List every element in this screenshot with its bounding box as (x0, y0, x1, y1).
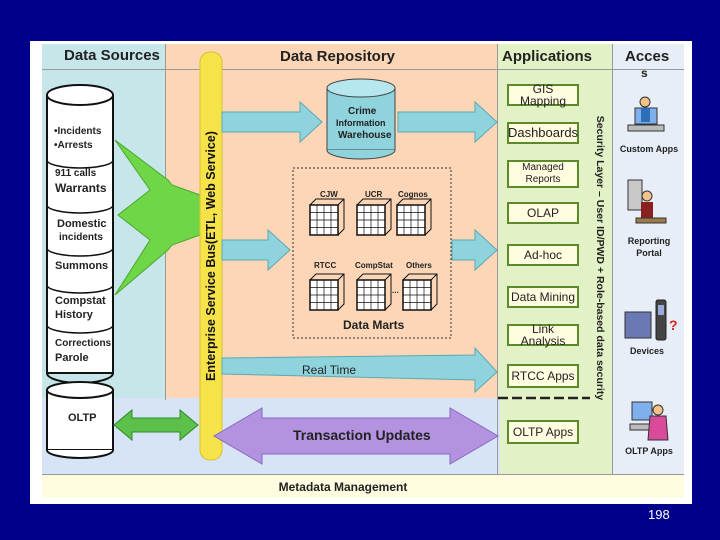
esb-label-rotated: Enterprise Service Bus(ETL, Web Service) (204, 131, 218, 381)
mart-ellipsis: ... (392, 286, 399, 295)
source-oltp: OLTP (68, 412, 97, 424)
mart-cubes (309, 198, 438, 311)
app-rtcc-apps: RTCC Apps (507, 364, 579, 388)
mart-label-cognos: Cognos (398, 190, 428, 199)
transaction-double-arrow (213, 407, 499, 465)
data-repository-header: Data Repository (280, 48, 396, 65)
source-warrants: Warrants (55, 181, 107, 195)
access-header: Acces (625, 48, 670, 65)
devices-icon: ? (624, 299, 678, 341)
app-link-analysis: Link Analysis (507, 323, 579, 347)
arrow-real-time (221, 346, 498, 394)
source-domestic-incidents: incidents (59, 232, 103, 243)
app-olap: OLAP (507, 202, 579, 224)
divider-3 (612, 44, 613, 474)
source-incidents: •Incidents (54, 126, 102, 137)
source-911-calls: 911 calls (55, 168, 97, 179)
data-marts-title: Data Marts (343, 318, 405, 332)
source-cylinder (46, 84, 114, 384)
warehouse-line-1: Crime (348, 106, 377, 117)
oltp-cylinder (46, 381, 114, 459)
source-compstat-history: History (55, 309, 93, 321)
source-arrests: •Arrests (54, 140, 93, 151)
applications-header: Applications (502, 48, 593, 65)
source-compstat: Compstat (55, 295, 106, 307)
oltp-double-arrow (113, 408, 199, 442)
source-summons: Summons (55, 260, 109, 272)
access-reporting: Reporting (627, 236, 671, 246)
oltp-apps-icon (629, 401, 669, 441)
source-domestic: Domestic (57, 218, 107, 230)
warehouse-line-2: Information (336, 118, 386, 128)
transaction-updates-label: Transaction Updates (293, 427, 431, 443)
reporting-portal-icon (627, 179, 667, 224)
mart-label-cjw: CJW (320, 190, 338, 199)
arrow-warehouse-to-apps (397, 100, 498, 144)
metadata-label: Metadata Management (278, 479, 408, 494)
custom-apps-icon (627, 96, 665, 132)
svg-text:?: ? (669, 317, 678, 333)
warehouse-line-3: Warehouse (338, 130, 392, 141)
mart-label-others: Others (406, 261, 432, 270)
arrow-to-marts (221, 228, 291, 272)
page-number: 198 (648, 507, 670, 522)
app-oltp-apps: OLTP Apps (507, 420, 579, 444)
security-layer-label: Security Layer – User ID/PWD + Role-base… (594, 115, 606, 401)
divider-2 (497, 44, 498, 474)
security-band (590, 44, 612, 474)
access-custom-apps: Custom Apps (619, 144, 679, 154)
mart-label-ucr: UCR (365, 190, 383, 199)
header-row (42, 44, 684, 70)
data-sources-header: Data Sources (64, 47, 160, 64)
source-corrections: Corrections (55, 338, 112, 349)
app-managed-reports: Managed Reports (507, 160, 579, 188)
app-ad-hoc: Ad-hoc (507, 244, 579, 266)
arrow-to-warehouse (221, 100, 323, 144)
access-devices: Devices (629, 346, 665, 356)
source-parole: Parole (55, 352, 89, 364)
metadata-bar: Metadata Management (42, 474, 684, 498)
app-dashboards: Dashboards (507, 122, 579, 144)
access-header-wrap: s (641, 66, 648, 80)
real-time-label: Real Time (302, 363, 357, 377)
app-data-mining: Data Mining (507, 286, 579, 308)
mart-label-compstat: CompStat (355, 261, 393, 270)
mart-label-rtcc: RTCC (314, 261, 337, 270)
access-oltp-apps: OLTP Apps (625, 446, 673, 456)
access-portal: Portal (636, 248, 662, 258)
app-gis-mapping: GIS Mapping (507, 83, 579, 107)
arrow-marts-to-apps (451, 228, 498, 272)
warehouse-cylinder (326, 78, 396, 160)
